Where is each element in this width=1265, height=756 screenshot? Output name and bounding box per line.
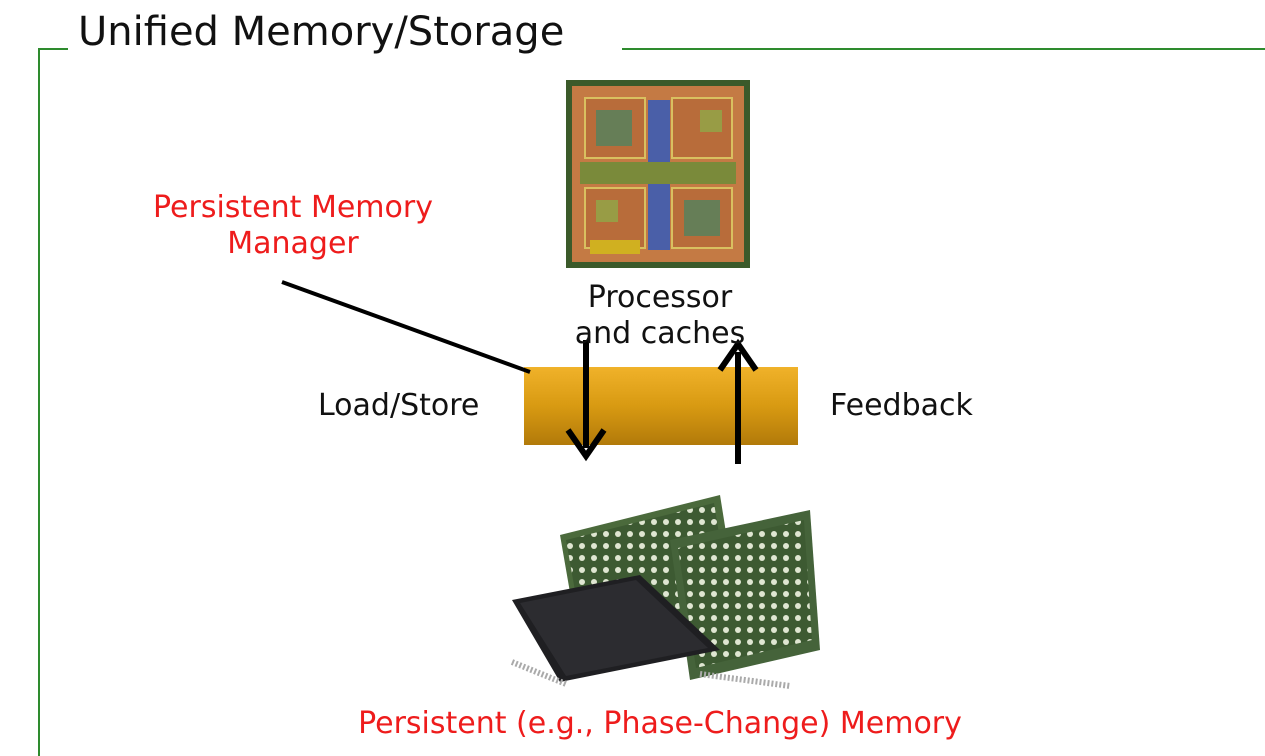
slide-title: Unified Memory/Storage	[78, 9, 565, 55]
load-store-arrow	[565, 340, 607, 462]
frame-left-line	[38, 50, 40, 756]
memory-chips-image	[505, 485, 822, 690]
frame-top-right-line	[622, 48, 1265, 50]
load-store-label: Load/Store	[318, 388, 480, 423]
frame-top-left-line	[38, 48, 68, 50]
manager-pointer-line	[281, 280, 531, 374]
memory-label: Persistent (e.g., Phase-Change) Memory	[358, 706, 962, 741]
interface-bar	[524, 367, 798, 445]
manager-label-line-2: Manager	[227, 226, 359, 261]
processor-label-line-2: and caches	[574, 316, 746, 351]
manager-label: Persistent Memory Manager	[138, 190, 448, 262]
processor-label: Processor and caches	[560, 280, 760, 352]
feedback-label: Feedback	[830, 388, 973, 423]
feedback-arrow	[717, 338, 759, 464]
processor-die-image	[566, 80, 750, 268]
processor-label-line-1: Processor	[587, 280, 733, 315]
manager-label-line-1: Persistent Memory	[153, 190, 433, 225]
